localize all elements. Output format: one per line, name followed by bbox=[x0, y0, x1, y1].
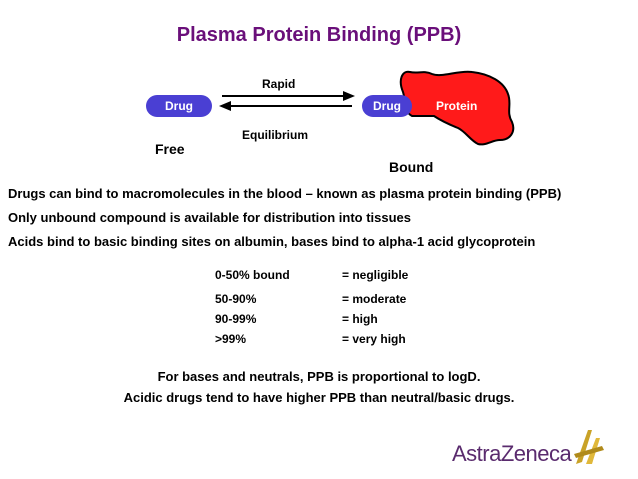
drug-free-pill: Drug bbox=[146, 95, 212, 117]
astrazeneca-symbol-icon bbox=[574, 430, 604, 464]
protein-label: Protein bbox=[436, 99, 478, 113]
bullet-line: Only unbound compound is available for d… bbox=[8, 210, 412, 225]
bullet-line: Acids bind to basic binding sites on alb… bbox=[8, 234, 536, 249]
table-range: 0-50% bound bbox=[215, 268, 290, 282]
bound-label: Bound bbox=[389, 159, 434, 175]
free-label: Free bbox=[155, 141, 185, 157]
table-meaning: = negligible bbox=[342, 268, 409, 282]
table-meaning: = very high bbox=[342, 332, 406, 346]
slide-title: Plasma Protein Binding (PPB) bbox=[176, 24, 462, 46]
table-range: 50-90% bbox=[215, 292, 257, 306]
arrow-right-head bbox=[343, 91, 355, 101]
arrow-left-head bbox=[219, 101, 231, 111]
footer-note: For bases and neutrals, PPB is proportio… bbox=[157, 369, 481, 384]
equilibrium-label: Equilibrium bbox=[242, 128, 308, 142]
table-meaning: = moderate bbox=[342, 292, 407, 306]
table-range: 90-99% bbox=[215, 312, 257, 326]
bullet-line: Drugs can bind to macromolecules in the … bbox=[8, 186, 562, 201]
table-range: >99% bbox=[215, 332, 247, 346]
footer-note: Acidic drugs tend to have higher PPB tha… bbox=[123, 390, 515, 405]
rapid-label: Rapid bbox=[262, 77, 296, 91]
drug-bound-pill: Drug bbox=[362, 95, 412, 117]
table-meaning: = high bbox=[342, 312, 378, 326]
protein-blob bbox=[399, 70, 515, 146]
astrazeneca-logo: AstraZeneca bbox=[452, 441, 572, 466]
